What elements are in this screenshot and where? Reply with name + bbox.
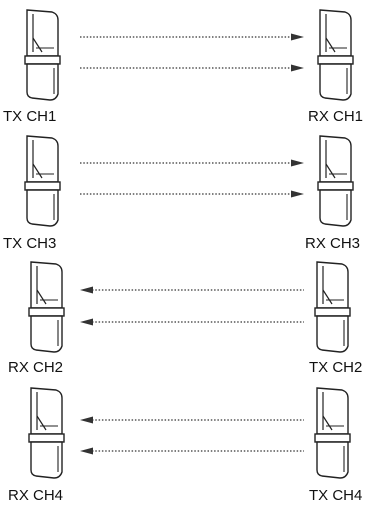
signal-arrows [80, 286, 304, 326]
right-device-label: TX CH2 [309, 359, 362, 376]
left-device-label: RX CH2 [8, 359, 63, 376]
row-3: RX CH2 TX CH2 [8, 261, 362, 376]
right-device-label: RX CH3 [305, 235, 360, 252]
signal-arrows [80, 33, 304, 72]
left-device-icon [28, 261, 65, 353]
arrowhead-icon [80, 318, 93, 326]
left-device-icon [28, 387, 65, 479]
signal-arrows [80, 159, 304, 198]
arrowhead-icon [80, 286, 93, 294]
row-2: TX CH3 RX CH3 [3, 135, 360, 252]
signal-arrows [80, 416, 304, 455]
arrowhead-icon [291, 190, 304, 198]
left-device-icon [24, 135, 61, 227]
left-device-label: RX CH4 [8, 487, 63, 504]
right-device-icon [317, 135, 354, 227]
row-4: RX CH4 TX CH4 [8, 387, 362, 504]
right-device-icon [317, 9, 354, 101]
right-device-label: RX CH1 [308, 108, 363, 125]
arrowhead-icon [291, 159, 304, 167]
right-device-icon [314, 387, 351, 479]
row-1: TX CH1 RX CH1 [3, 9, 363, 125]
left-device-label: TX CH1 [3, 108, 56, 125]
right-device-label: TX CH4 [309, 487, 362, 504]
right-device-icon [314, 261, 351, 353]
left-device-icon [24, 9, 61, 101]
arrowhead-icon [80, 416, 93, 424]
arrowhead-icon [80, 447, 93, 455]
arrowhead-icon [291, 33, 304, 41]
arrowhead-icon [291, 64, 304, 72]
left-device-label: TX CH3 [3, 235, 56, 252]
